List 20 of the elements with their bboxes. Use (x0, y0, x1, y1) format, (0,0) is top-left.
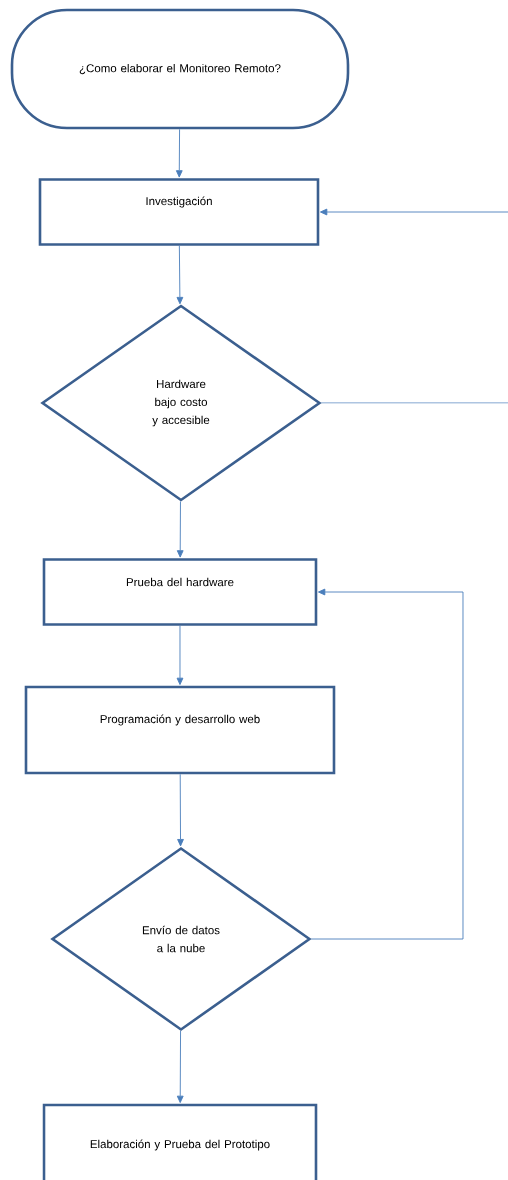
arrow (175, 128, 183, 178)
arrow (176, 625, 184, 686)
terminal-shape (10, 8, 350, 130)
process-box (42, 558, 318, 626)
arrow (319, 208, 508, 404)
arrow (176, 501, 184, 558)
node-text: Prueba del hardware (126, 577, 234, 587)
node-text: Investigación (146, 196, 212, 208)
node-text: ¿Como elaborar el Monitoreo Remoto? (79, 63, 281, 75)
arrow (176, 1030, 184, 1104)
node-text: Hardware bajo costo y accesible (152, 379, 210, 427)
arrow (176, 245, 184, 305)
arrow (310, 588, 464, 940)
node-text: Envío de datos a la nube (142, 925, 220, 953)
arrow (177, 773, 184, 847)
process-box (24, 685, 336, 775)
node-text: Programación y desarrollo web (100, 714, 260, 726)
process-box (38, 178, 320, 246)
node-text: Elaboración y Prueba del Prototipo (90, 1139, 270, 1151)
process-box (42, 1103, 318, 1180)
